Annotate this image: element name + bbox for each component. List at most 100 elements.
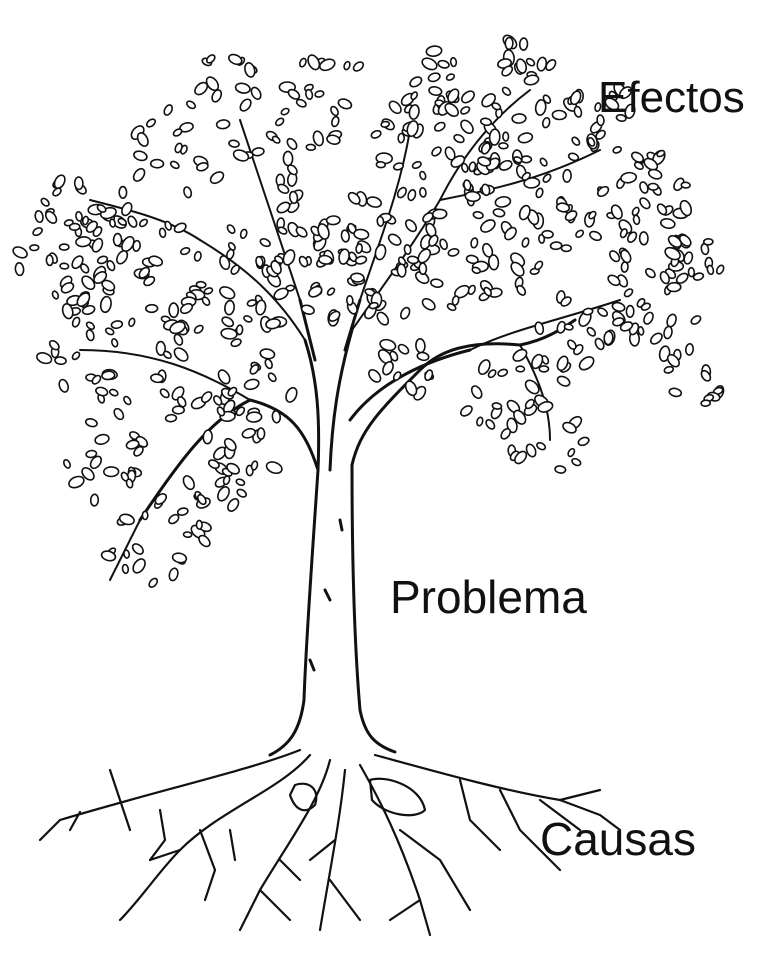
leaf-shape [295, 98, 307, 108]
leaf-shape [472, 211, 484, 220]
leaf-shape [715, 264, 725, 275]
leaf-shape [168, 567, 179, 582]
leaf-shape [620, 249, 632, 264]
leaf-shape [659, 217, 676, 230]
leaf-shape [431, 146, 442, 157]
leaf-shape [288, 190, 299, 205]
leaf-shape [239, 228, 248, 239]
leaf-shape [449, 57, 458, 68]
leaf-shape [131, 543, 144, 555]
leaf-shape [604, 97, 620, 111]
leaf-shape [81, 275, 96, 291]
leaf-shape [287, 88, 301, 100]
leaf-shape [679, 199, 693, 217]
leaf-shape [444, 102, 459, 118]
leaf-shape [644, 267, 656, 279]
leaf-shape [196, 493, 207, 506]
leaf-shape [521, 237, 530, 248]
leaf-shape [631, 206, 640, 217]
leaf-shape [145, 303, 159, 314]
leaf-shape [132, 167, 146, 182]
leaf-shape [227, 386, 238, 397]
leaf-shape [517, 132, 534, 144]
leaf-shape [111, 338, 119, 348]
leaf-shape [692, 272, 705, 281]
leaf-shape [488, 128, 501, 146]
leaf-shape [300, 304, 315, 315]
leaf-shape [216, 406, 226, 417]
leaf-shape [113, 407, 125, 421]
leaf-shape [265, 461, 283, 475]
leaf-shape [482, 242, 494, 258]
leaf-shape [610, 204, 623, 220]
effects-label: Efectos [598, 73, 745, 122]
leaf-shape [647, 168, 663, 180]
leaf-shape [149, 158, 165, 169]
leaf-shape [594, 337, 605, 351]
leaf-shape [172, 128, 183, 137]
leaf-shape [355, 243, 363, 254]
leaf-shape [640, 302, 651, 311]
leaf-shape [501, 86, 512, 96]
leaf-shape [235, 478, 246, 487]
leaf-shape [626, 231, 638, 243]
leaf-shape [406, 120, 419, 138]
leaf-shape [331, 115, 340, 128]
leaf-shape [158, 227, 167, 239]
leaf-shape [624, 103, 636, 119]
leaf-shape [319, 58, 336, 72]
leaf-shape [424, 369, 434, 382]
leaf-shape [504, 226, 517, 241]
leaf-shape [343, 60, 351, 71]
leaf-shape [45, 254, 54, 267]
leaf-shape [376, 215, 385, 227]
leaf-shape [639, 181, 649, 194]
leaf-shape [58, 378, 69, 393]
leaf-shape [217, 369, 231, 385]
leaf-shape [666, 313, 677, 328]
leaf-shape [596, 185, 610, 198]
leaf-shape [647, 182, 659, 191]
leaf-shape [460, 119, 474, 135]
leaf-shape [619, 321, 634, 332]
leaf-shape [596, 114, 605, 127]
leaf-shape [198, 534, 211, 548]
leaf-shape [228, 53, 243, 66]
leaf-shape [668, 387, 683, 398]
leaf-shape [71, 351, 81, 361]
leaf-shape [623, 288, 634, 298]
leaf-shape [133, 445, 144, 457]
leaf-shape [221, 316, 235, 328]
leaf-shape [397, 132, 406, 144]
leaf-shape [259, 238, 271, 248]
leaf-shape [525, 57, 536, 67]
leaf-shape [562, 421, 577, 434]
leaf-shape [349, 272, 365, 283]
leaf-shape [125, 478, 134, 489]
leaf-shape [675, 272, 689, 284]
leaf-shape [168, 513, 180, 525]
leaf-shape [513, 156, 523, 164]
leaf-shape [155, 340, 167, 356]
leaf-shape [453, 133, 465, 144]
leaf-shape [255, 299, 267, 316]
leaf-shape [325, 215, 341, 226]
leaf-shape [79, 263, 90, 274]
leaf-shape [419, 170, 427, 181]
leaf-shape [337, 98, 353, 110]
leaf-shape [408, 104, 420, 120]
leaf-shape [286, 137, 298, 150]
leaf-shape [195, 519, 203, 530]
leaf-shape [516, 284, 527, 296]
leaf-shape [280, 107, 290, 116]
leaf-shape [133, 150, 148, 162]
leaf-shape [589, 230, 602, 242]
leaf-shape [154, 493, 168, 505]
leaf-shape [171, 405, 185, 415]
leaf-shape [141, 510, 149, 521]
leaf-shape [347, 191, 361, 205]
leaf-shape [563, 323, 574, 331]
leaf-shape [537, 400, 554, 413]
leaf-shape [542, 173, 552, 183]
leaf-shape [52, 187, 62, 197]
